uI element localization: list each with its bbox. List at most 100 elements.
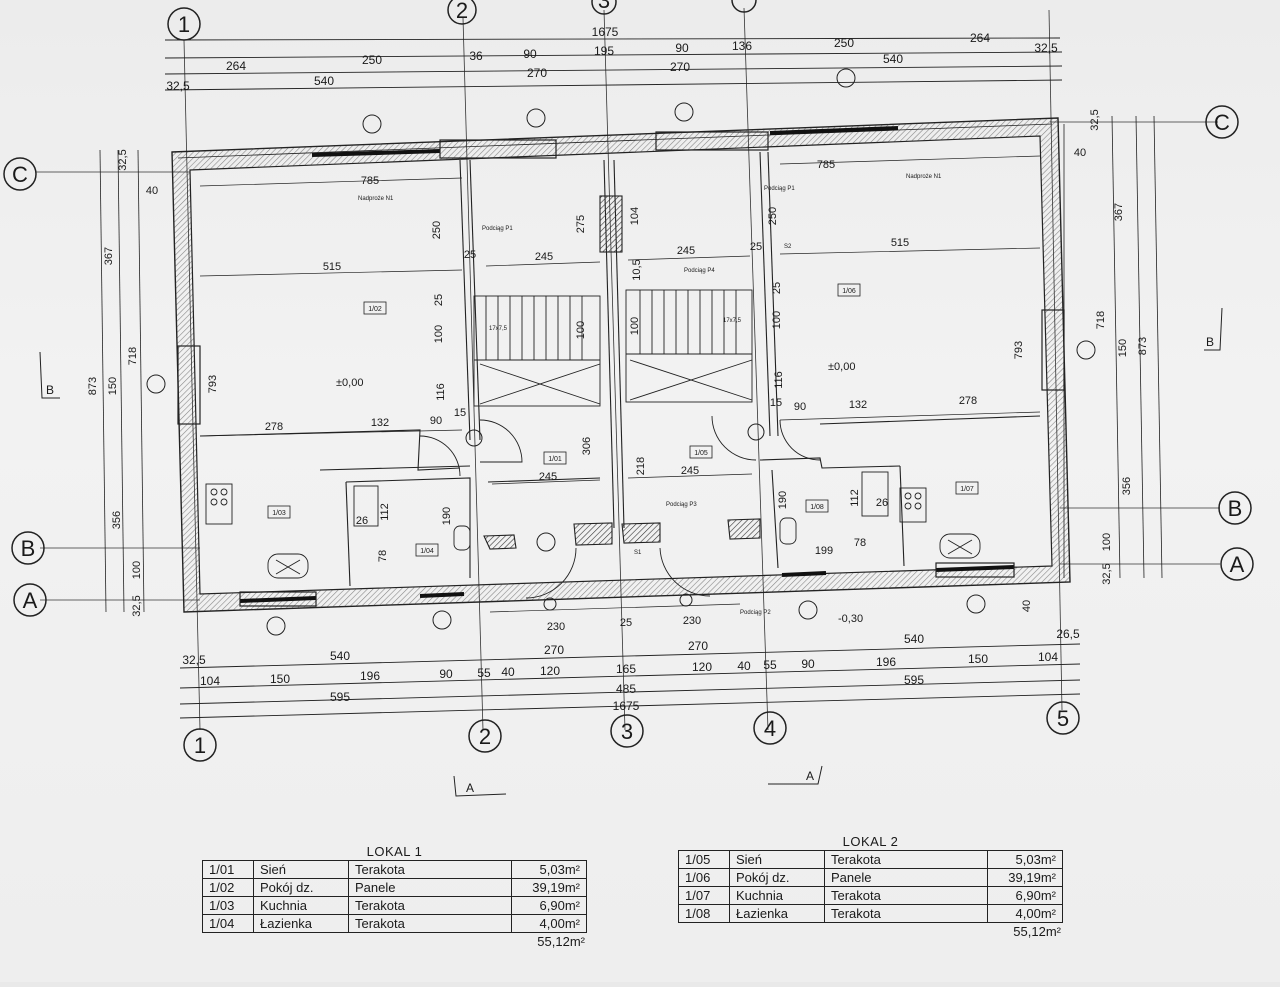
window-left [177,345,201,425]
side-dimensions: 32,5 367 873 718 150 793 356 100 32,5 40… [87,109,1149,616]
dim-bottom-row2: 120 [540,664,560,678]
room-number: 1/08 [678,904,730,923]
dim: 245 [677,245,695,257]
room-area: 39,19m² [987,868,1063,887]
fixtures [205,471,981,579]
beam-label: Podciąg P4 [684,268,715,274]
dim-bottom-row1: 270 [688,639,708,653]
dim: 873 [1137,337,1149,355]
dim-bottom-row2: 150 [270,672,290,686]
axis-a-left-bubble [13,583,47,617]
chimney [599,195,623,253]
dim: 515 [891,237,909,249]
dim: 104 [629,207,641,225]
sink-right [939,533,981,559]
room-tag: 1/05 [694,450,708,457]
dim: 26 [356,515,368,527]
beam-label: Podciąg P1 [764,186,795,192]
interior-dimension-lines [199,155,1041,613]
room-number: 1/01 [202,860,254,879]
dim-top-total: 1675 [592,25,619,39]
dim-top-row2: 36 [469,49,483,63]
stair-left [473,295,601,407]
interior-dimensions: 785 785 515 515 250 250 245 245 25 25 27… [265,159,977,633]
lokal-2-total-area: 55,12m² [1013,924,1061,939]
axis-c-left-bubble [3,157,37,191]
dim: 25 [464,249,476,261]
dim: 132 [371,417,389,429]
dim: 25 [771,282,783,294]
dim: 245 [681,465,699,477]
stair-dim: 17x7,5 [723,318,742,324]
dim-top-row2: 90 [675,41,689,55]
dim-bottom-left: 32,5 [182,653,206,667]
dim: 515 [323,261,341,273]
lokal-2-table: LOKAL 2 1/05 Sień Terakota 5,03m² 1/06 P… [678,834,1063,939]
level-mark: -0,30 [838,613,863,625]
table-row: 1/01 Sień Terakota 5,03m² [202,860,587,879]
stair-right [625,289,753,403]
room-tag: 1/08 [810,504,824,511]
axis-label: 2 [456,0,468,23]
stove-left [205,483,233,525]
room-number: 1/05 [678,850,730,869]
dim-bottom-row2: 196 [876,655,896,669]
dim: 32,5 [1089,109,1101,130]
room-number: 1/03 [202,896,254,915]
table-row: 1/06 Pokój dz. Panele 39,19m² [678,868,1063,887]
room-name: Kuchnia [729,886,825,905]
windows [239,126,1015,603]
axis-4-top-bubble [731,0,757,13]
level-mark: ±0,00 [336,377,363,389]
table-row: 1/07 Kuchnia Terakota 6,90m² [678,886,1063,905]
table-row: 1/05 Sień Terakota 5,03m² [678,850,1063,869]
section-label: B [1206,335,1214,349]
stair-dim: 17x7,5 [489,326,508,332]
room-area: 4,00m² [511,914,587,933]
dim-bottom-row2: 165 [616,662,636,676]
axis-2-top-bubble [447,0,477,25]
toilet-right [779,517,797,545]
axis-1-bottom-bubble [183,728,217,762]
dim: 230 [547,621,565,633]
axis-3-top-bubble [591,0,617,15]
dim-bottom-row2: 104 [200,674,220,688]
dim: 78 [377,550,389,562]
section-label: B [46,383,54,397]
room-table: 1/01 Sień Terakota 5,03m² 1/02 Pokój dz.… [202,860,587,933]
dim-bottom-row2: 55 [763,658,777,672]
dim: 356 [1121,477,1133,495]
section-labels: A A B B [46,335,1214,795]
axis-label: 1 [194,733,206,758]
dim: 793 [1013,341,1025,359]
section-mark-b-left [39,351,60,399]
dim: 100 [433,325,445,343]
door-swing [779,419,821,461]
lintel-label: Nadproże N1 [906,174,942,180]
dim-bottom-row2: 55 [477,666,491,680]
room-material: Terakota [824,904,988,923]
room-tag: 1/07 [960,486,974,493]
dim: 100 [629,317,641,335]
room-table: 1/05 Sień Terakota 5,03m² 1/06 Pokój dz.… [678,850,1063,923]
room-name: Sień [253,860,349,879]
axis-c-right-bubble [1205,105,1239,139]
beam-label: Podciąg P3 [666,502,697,508]
dim: 306 [581,437,593,455]
room-tags: 1/02 1/03 1/01 1/04 1/05 1/06 1/07 1/08 [267,283,979,557]
room-number: 1/04 [202,914,254,933]
dim: 116 [773,371,785,389]
section-label: A [806,769,814,783]
dim: 190 [441,507,453,525]
dim-bottom-row2: 40 [737,659,751,673]
dim: 245 [539,471,557,483]
dim: 112 [849,489,861,507]
dim: 132 [849,399,867,411]
dim-top-row2: 264 [226,59,246,73]
dim-bottom-total: 1675 [613,699,640,713]
room-name: Pokój dz. [253,878,349,897]
dim: 367 [103,247,115,265]
dim: 199 [815,545,833,557]
room-tag: 1/04 [420,548,434,555]
dim-bottom-row2: 104 [1038,650,1058,664]
